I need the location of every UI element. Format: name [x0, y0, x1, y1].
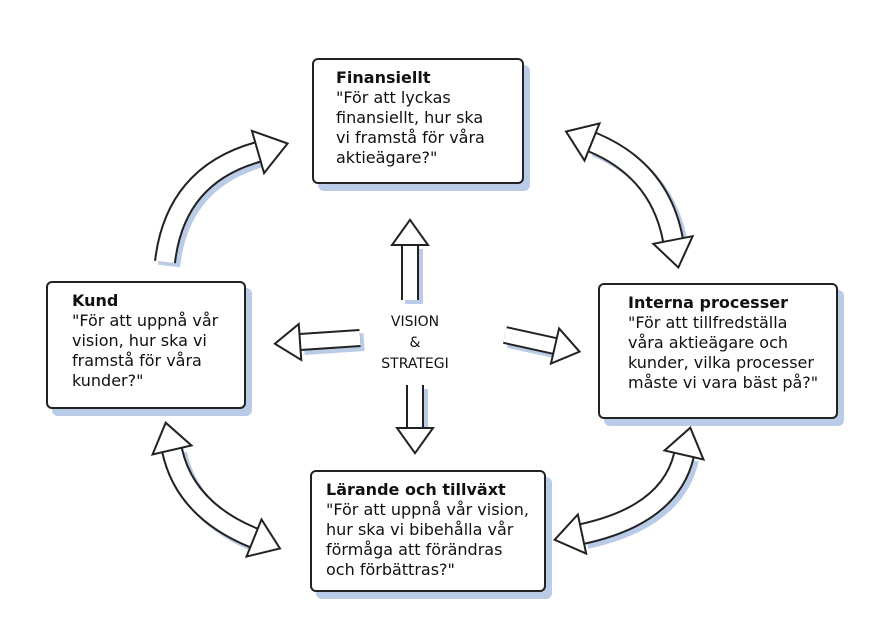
box-kund: Kund "För att uppnå vår vision, hur ska … — [46, 281, 246, 409]
arrowhead-icon — [552, 512, 588, 556]
arrowhead-icon — [651, 234, 695, 270]
strategi-text: STRATEGI — [381, 356, 449, 372]
arrowhead-icon — [250, 129, 290, 176]
arrow-left — [299, 331, 361, 349]
box-title: Finansiellt — [336, 68, 431, 87]
box-question: "För att uppnå vår vision, hur ska vi fr… — [72, 311, 219, 390]
arrow-right — [503, 328, 557, 353]
box-title: Interna processer — [628, 293, 788, 312]
box-interna-processer: Interna processer "För att tillfredställ… — [598, 283, 838, 419]
curved-arrow-top-left — [156, 143, 261, 264]
vision-strategi-label: VISION & STRATEGI — [360, 312, 470, 375]
box-question: "För att lyckas finansiellt, hur ska vi … — [336, 88, 485, 167]
curved-arrow-bottom-right — [580, 452, 693, 543]
arrowhead-icon — [564, 122, 602, 163]
arrowhead-icon — [549, 326, 582, 366]
ampersand-text: & — [409, 335, 421, 351]
arrowhead-icon — [273, 322, 303, 362]
curved-arrow-top-right — [588, 133, 682, 242]
box-larande-och-tillvaxt: Lärande och tillväxt "För att uppnå vår … — [310, 470, 546, 592]
box-finansiellt: Finansiellt "För att lyckas finansiellt,… — [312, 58, 524, 184]
box-title: Kund — [72, 291, 119, 310]
arrowhead-icon — [244, 517, 282, 558]
curved-arrow-bottom-left — [163, 447, 258, 547]
box-question: "För att tillfredställa våra aktieägare … — [628, 313, 819, 392]
arrowhead-icon — [390, 218, 430, 246]
arrowhead-icon — [662, 426, 706, 461]
arrowhead-icon — [150, 421, 194, 456]
box-title: Lärande och tillväxt — [326, 480, 506, 499]
arrowhead-icon — [395, 427, 435, 455]
box-question: "För att uppnå vår vision, hur ska vi bi… — [326, 500, 530, 579]
vision-text: VISION — [390, 314, 440, 330]
